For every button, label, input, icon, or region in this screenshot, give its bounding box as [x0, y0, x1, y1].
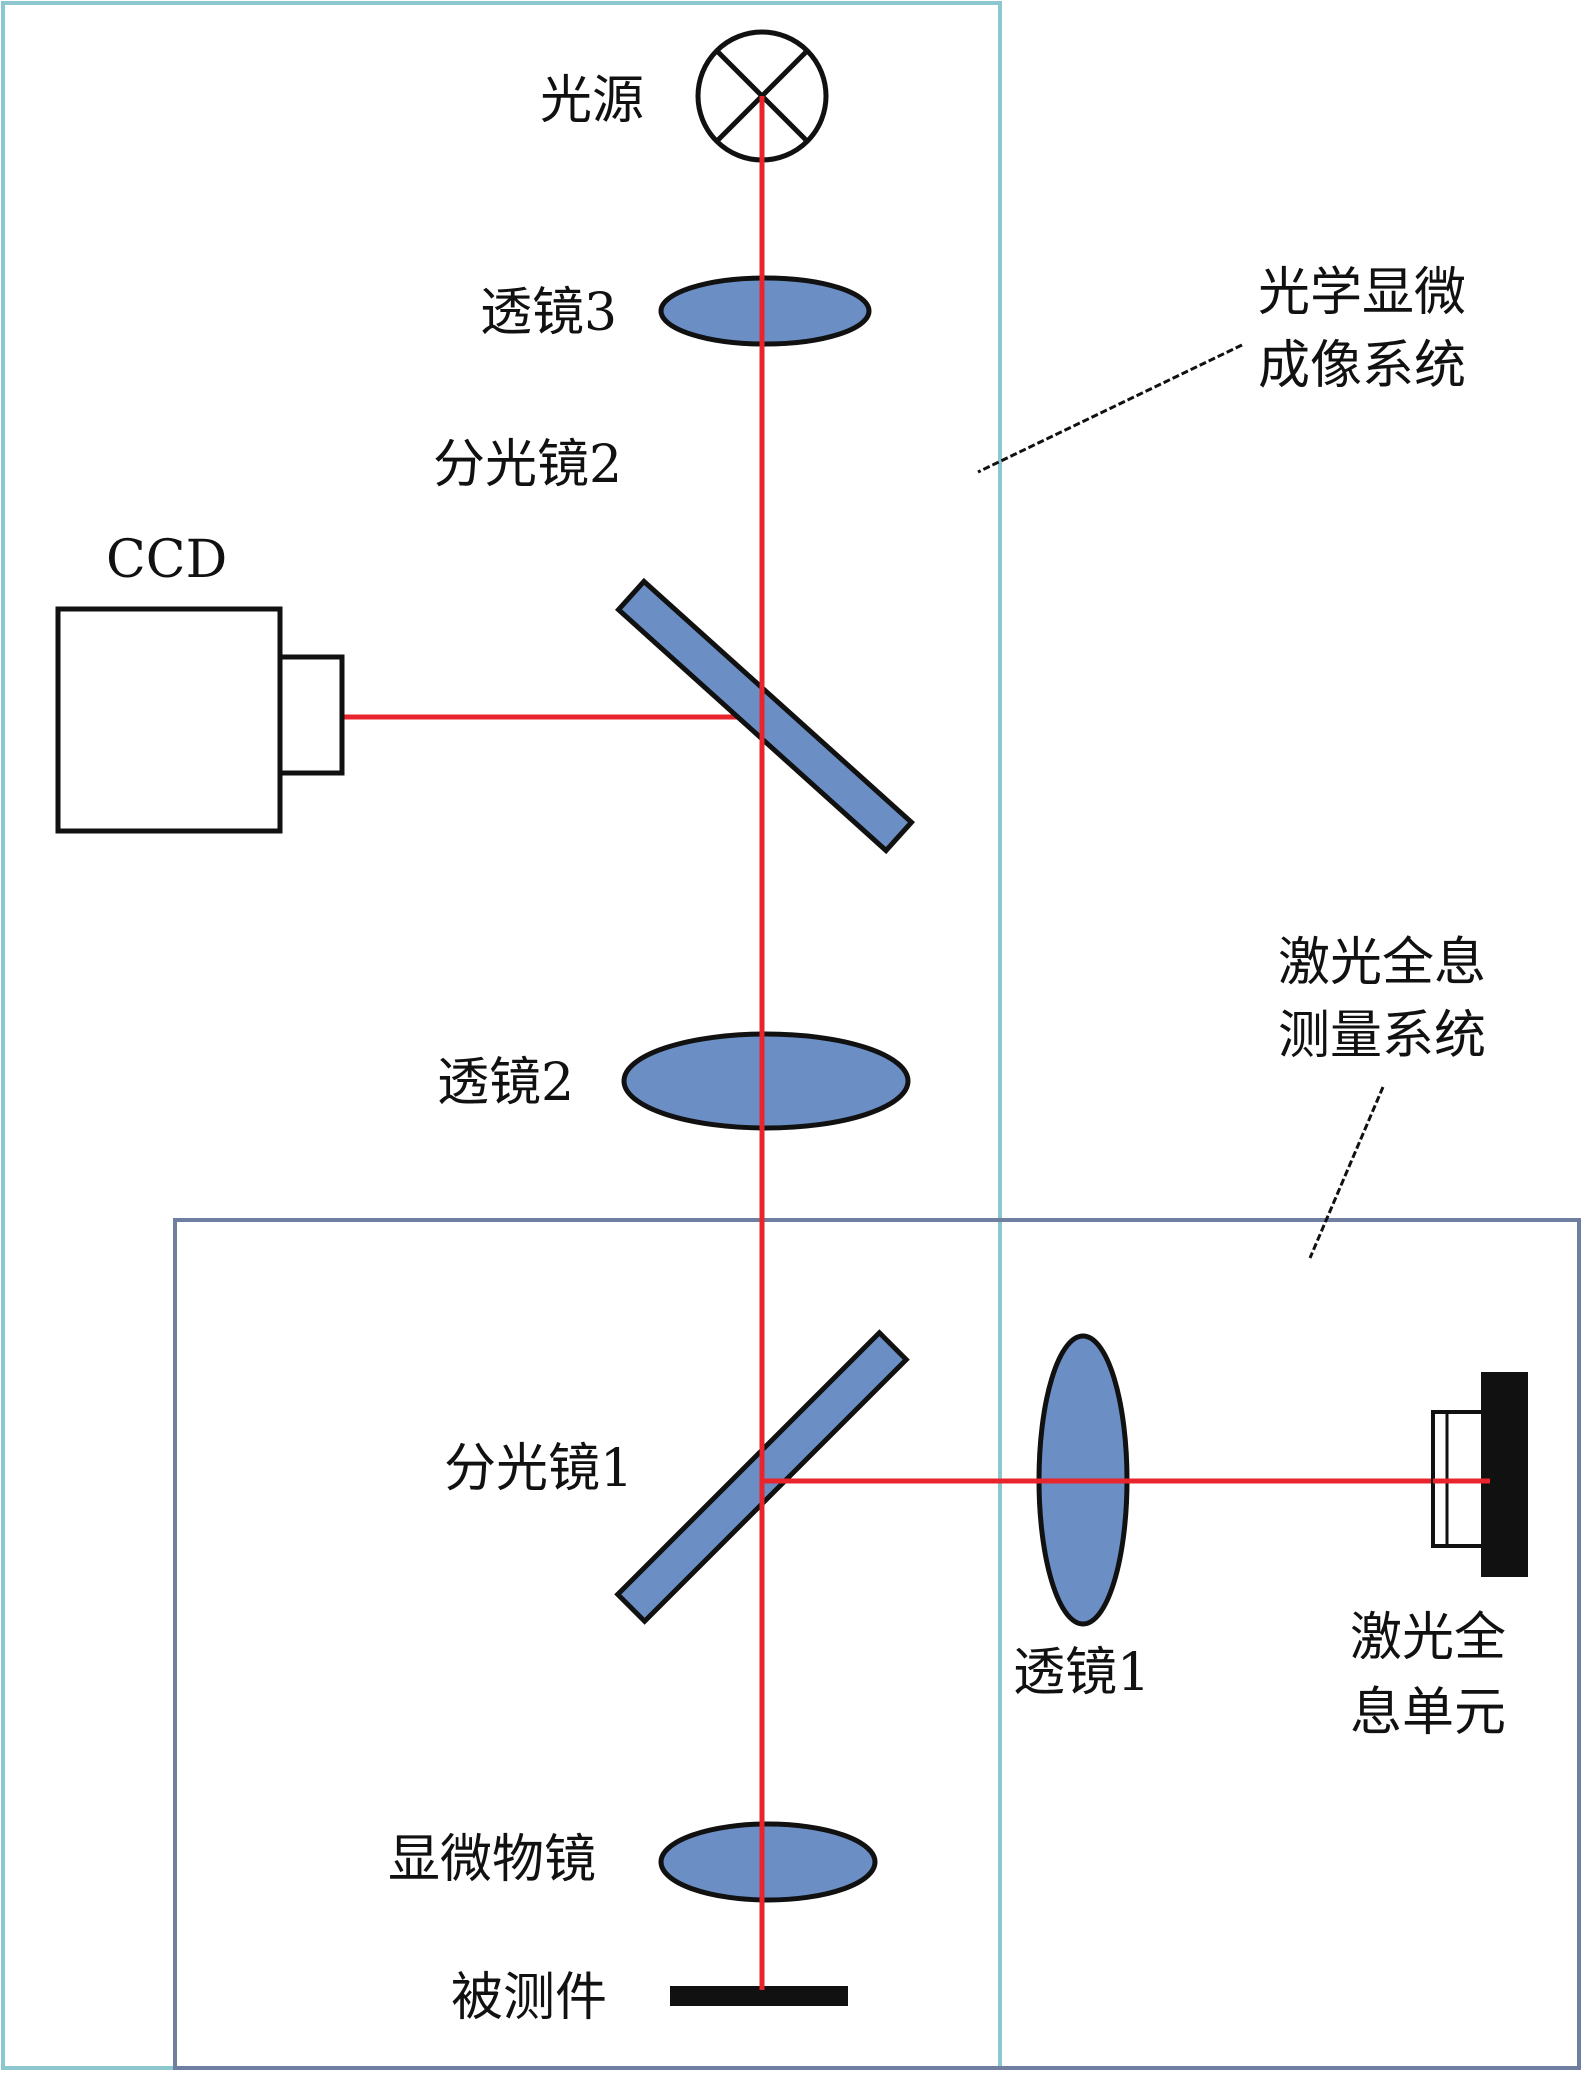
ccd-label: CCD	[106, 530, 227, 590]
beam-splitter-2	[614, 577, 916, 855]
objective-label: 显微物镜	[388, 1830, 596, 1890]
ccd-camera-icon	[55, 606, 345, 834]
laser-system-label-line2: 测量系统	[1278, 1006, 1486, 1066]
optical-system-leader-line	[977, 343, 1243, 474]
optical-system-label-line1: 光学显微	[1258, 263, 1466, 323]
optical-system-label-line2: 成像系统	[1258, 336, 1466, 396]
specimen-label: 被测件	[451, 1968, 607, 2028]
beam-splitter1-label: 分光镜1	[444, 1439, 633, 1499]
lens2-label: 透镜2	[437, 1053, 574, 1113]
light-source-icon	[695, 29, 829, 163]
laser-system-leader-line	[1308, 1086, 1385, 1259]
lens3	[658, 275, 872, 347]
objective-lens	[658, 1821, 878, 1903]
laser-system-label-line1: 激光全息	[1278, 933, 1486, 993]
holo-unit-label-line2: 息单元	[1350, 1683, 1506, 1743]
lens3-label: 透镜3	[480, 283, 617, 343]
lens1-label: 透镜1	[1013, 1643, 1150, 1703]
laser-holography-unit-icon	[1431, 1372, 1528, 1577]
lens2	[621, 1031, 911, 1131]
holo-unit-label-line1: 激光全	[1350, 1608, 1506, 1668]
light-source-label: 光源	[540, 71, 644, 131]
beam-splitter2-label: 分光镜2	[433, 435, 622, 495]
laser-holography-system-frame	[173, 1218, 1581, 2070]
specimen-bar	[670, 1986, 848, 2006]
